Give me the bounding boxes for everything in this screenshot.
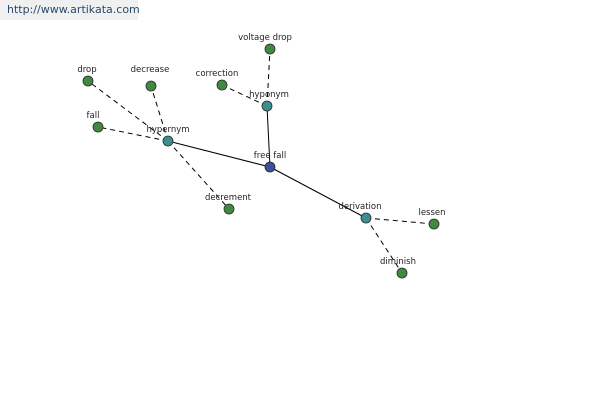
node-hyponym[interactable] bbox=[261, 100, 273, 112]
label-hypernym: hypernym bbox=[146, 125, 189, 135]
node-lessen[interactable] bbox=[428, 218, 440, 230]
graph-nodes bbox=[82, 43, 440, 279]
label-lessen: lessen bbox=[418, 208, 445, 218]
graph-edges bbox=[87, 48, 435, 274]
edge-hypernym-to-drop bbox=[87, 80, 169, 142]
label-free-fall: free fall bbox=[254, 151, 286, 161]
edge-hypernym-to-fall bbox=[97, 126, 169, 142]
node-decrement[interactable] bbox=[223, 203, 235, 215]
label-voltage-drop: voltage drop bbox=[238, 33, 292, 43]
edge-derivation-to-lessen bbox=[365, 217, 435, 225]
label-correction: correction bbox=[196, 69, 239, 79]
node-derivation[interactable] bbox=[360, 212, 372, 224]
graph-labels: free fall hypernym hyponym derivation drop de… bbox=[77, 33, 445, 267]
node-free-fall[interactable] bbox=[264, 161, 276, 173]
label-hyponym: hyponym bbox=[249, 90, 289, 100]
label-fall: fall bbox=[87, 111, 100, 121]
edge-hyponym-to-voltage-drop bbox=[266, 48, 271, 107]
edge-free-fall-to-hypernym bbox=[167, 140, 271, 168]
node-diminish[interactable] bbox=[396, 267, 408, 279]
node-decrease[interactable] bbox=[145, 80, 157, 92]
node-drop[interactable] bbox=[82, 75, 94, 87]
node-fall[interactable] bbox=[92, 121, 104, 133]
watermark-url: http://www.artikata.com bbox=[0, 0, 140, 20]
node-voltage-drop[interactable] bbox=[264, 43, 276, 55]
edge-derivation-to-diminish bbox=[365, 217, 403, 274]
edge-hypernym-to-decrement bbox=[167, 140, 230, 210]
node-correction[interactable] bbox=[216, 79, 228, 91]
edge-free-fall-to-derivation bbox=[269, 166, 367, 219]
node-hypernym[interactable] bbox=[162, 135, 174, 147]
edge-free-fall-to-hyponym bbox=[266, 105, 271, 168]
label-decrement: decrement bbox=[205, 193, 252, 203]
label-decrease: decrease bbox=[131, 65, 170, 75]
label-derivation: derivation bbox=[338, 202, 381, 212]
edge-hypernym-to-decrease bbox=[150, 85, 169, 142]
label-diminish: diminish bbox=[380, 257, 416, 267]
label-drop: drop bbox=[77, 65, 96, 75]
